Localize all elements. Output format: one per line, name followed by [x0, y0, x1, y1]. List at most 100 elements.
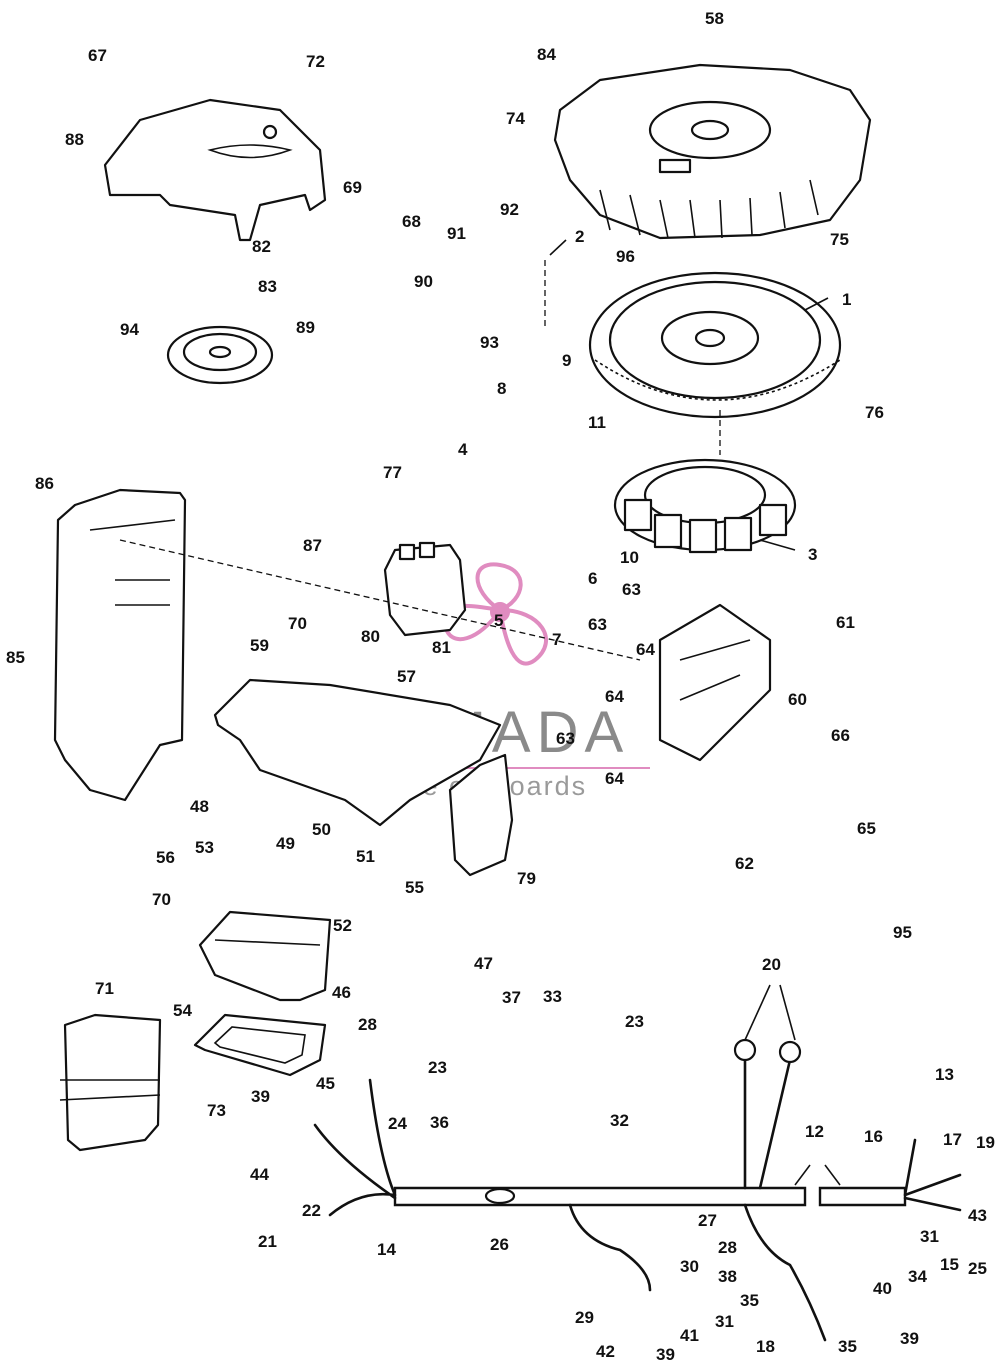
label-37: 37 [502, 988, 521, 1007]
label-40: 40 [873, 1279, 892, 1298]
label-4: 4 [458, 440, 468, 459]
label-70a: 70 [288, 614, 307, 633]
part-labels: 1 2 3 4 5 6 7 8 9 10 11 12 13 14 15 16 1… [6, 9, 995, 1363]
label-21: 21 [258, 1232, 277, 1251]
label-75: 75 [830, 230, 849, 249]
label-71: 71 [95, 979, 114, 998]
label-52: 52 [333, 916, 352, 935]
label-6: 6 [588, 569, 597, 588]
cover-71 [59, 1013, 162, 1152]
label-39c: 39 [900, 1329, 919, 1348]
label-54: 54 [173, 1001, 192, 1020]
label-22: 22 [302, 1201, 321, 1220]
label-81: 81 [432, 638, 451, 657]
label-83: 83 [258, 277, 277, 296]
label-42: 42 [596, 1342, 615, 1361]
label-58: 58 [705, 9, 724, 28]
label-68: 68 [402, 212, 421, 231]
label-51: 51 [356, 847, 375, 866]
label-48: 48 [190, 797, 209, 816]
plate-79 [448, 753, 514, 877]
label-47: 47 [474, 954, 493, 973]
label-3: 3 [808, 545, 817, 564]
label-85: 85 [6, 648, 25, 667]
label-64a: 64 [636, 640, 655, 659]
flywheel-cover [553, 63, 872, 240]
label-72: 72 [306, 52, 325, 71]
label-87: 87 [303, 536, 322, 555]
label-89: 89 [296, 318, 315, 337]
label-53: 53 [195, 838, 214, 857]
label-67: 67 [88, 46, 107, 65]
label-15: 15 [940, 1255, 959, 1274]
label-23a: 23 [625, 1012, 644, 1031]
label-17: 17 [943, 1130, 962, 1149]
label-10: 10 [620, 548, 639, 567]
wiring-harness-12 [313, 1038, 962, 1342]
flywheel [588, 271, 842, 419]
label-38: 38 [718, 1267, 737, 1286]
label-14: 14 [377, 1240, 396, 1259]
terminal-block-60 [658, 603, 772, 762]
label-20: 20 [762, 955, 781, 974]
label-84: 84 [537, 45, 556, 64]
label-64b: 64 [605, 687, 624, 706]
label-63b: 63 [588, 615, 607, 634]
label-8: 8 [497, 379, 506, 398]
label-25: 25 [968, 1259, 987, 1278]
label-23b: 23 [428, 1058, 447, 1077]
gasket-54 [193, 1013, 327, 1077]
label-90: 90 [414, 272, 433, 291]
stator [613, 458, 797, 554]
label-28b: 28 [718, 1238, 737, 1257]
label-50: 50 [312, 820, 331, 839]
label-92: 92 [500, 200, 519, 219]
label-43: 43 [968, 1206, 987, 1225]
label-56: 56 [156, 848, 175, 867]
label-44: 44 [250, 1165, 269, 1184]
label-82: 82 [252, 237, 271, 256]
label-19: 19 [976, 1133, 995, 1152]
label-35a: 35 [740, 1291, 759, 1310]
label-35b: 35 [838, 1337, 857, 1356]
label-39b: 39 [656, 1345, 675, 1363]
label-33: 33 [543, 987, 562, 1006]
label-65: 65 [857, 819, 876, 838]
power-pack-46 [198, 910, 332, 1002]
label-60: 60 [788, 690, 807, 709]
label-94: 94 [120, 320, 139, 339]
label-31a: 31 [920, 1227, 939, 1246]
label-79: 79 [517, 869, 536, 888]
label-30: 30 [680, 1257, 699, 1276]
label-18: 18 [756, 1337, 775, 1356]
label-59: 59 [250, 636, 269, 655]
label-70b: 70 [152, 890, 171, 909]
label-24: 24 [388, 1114, 407, 1133]
label-36: 36 [430, 1113, 449, 1132]
label-55: 55 [405, 878, 424, 897]
label-73: 73 [207, 1101, 226, 1120]
label-5: 5 [494, 611, 503, 630]
label-66: 66 [831, 726, 850, 745]
label-34: 34 [908, 1267, 927, 1286]
label-86: 86 [35, 474, 54, 493]
ignition-coil-81 [383, 541, 467, 637]
label-13: 13 [935, 1065, 954, 1084]
label-69: 69 [343, 178, 362, 197]
label-45: 45 [316, 1074, 335, 1093]
label-91: 91 [447, 224, 466, 243]
label-41: 41 [680, 1326, 699, 1345]
label-93: 93 [480, 333, 499, 352]
label-7: 7 [552, 630, 561, 649]
label-61: 61 [836, 613, 855, 632]
label-74: 74 [506, 109, 525, 128]
label-95: 95 [893, 923, 912, 942]
label-88: 88 [65, 130, 84, 149]
label-1: 1 [842, 290, 851, 309]
label-64c: 64 [605, 769, 624, 788]
label-63a: 63 [622, 580, 641, 599]
label-63c: 63 [556, 729, 575, 748]
label-9: 9 [562, 351, 571, 370]
label-57: 57 [397, 667, 416, 686]
